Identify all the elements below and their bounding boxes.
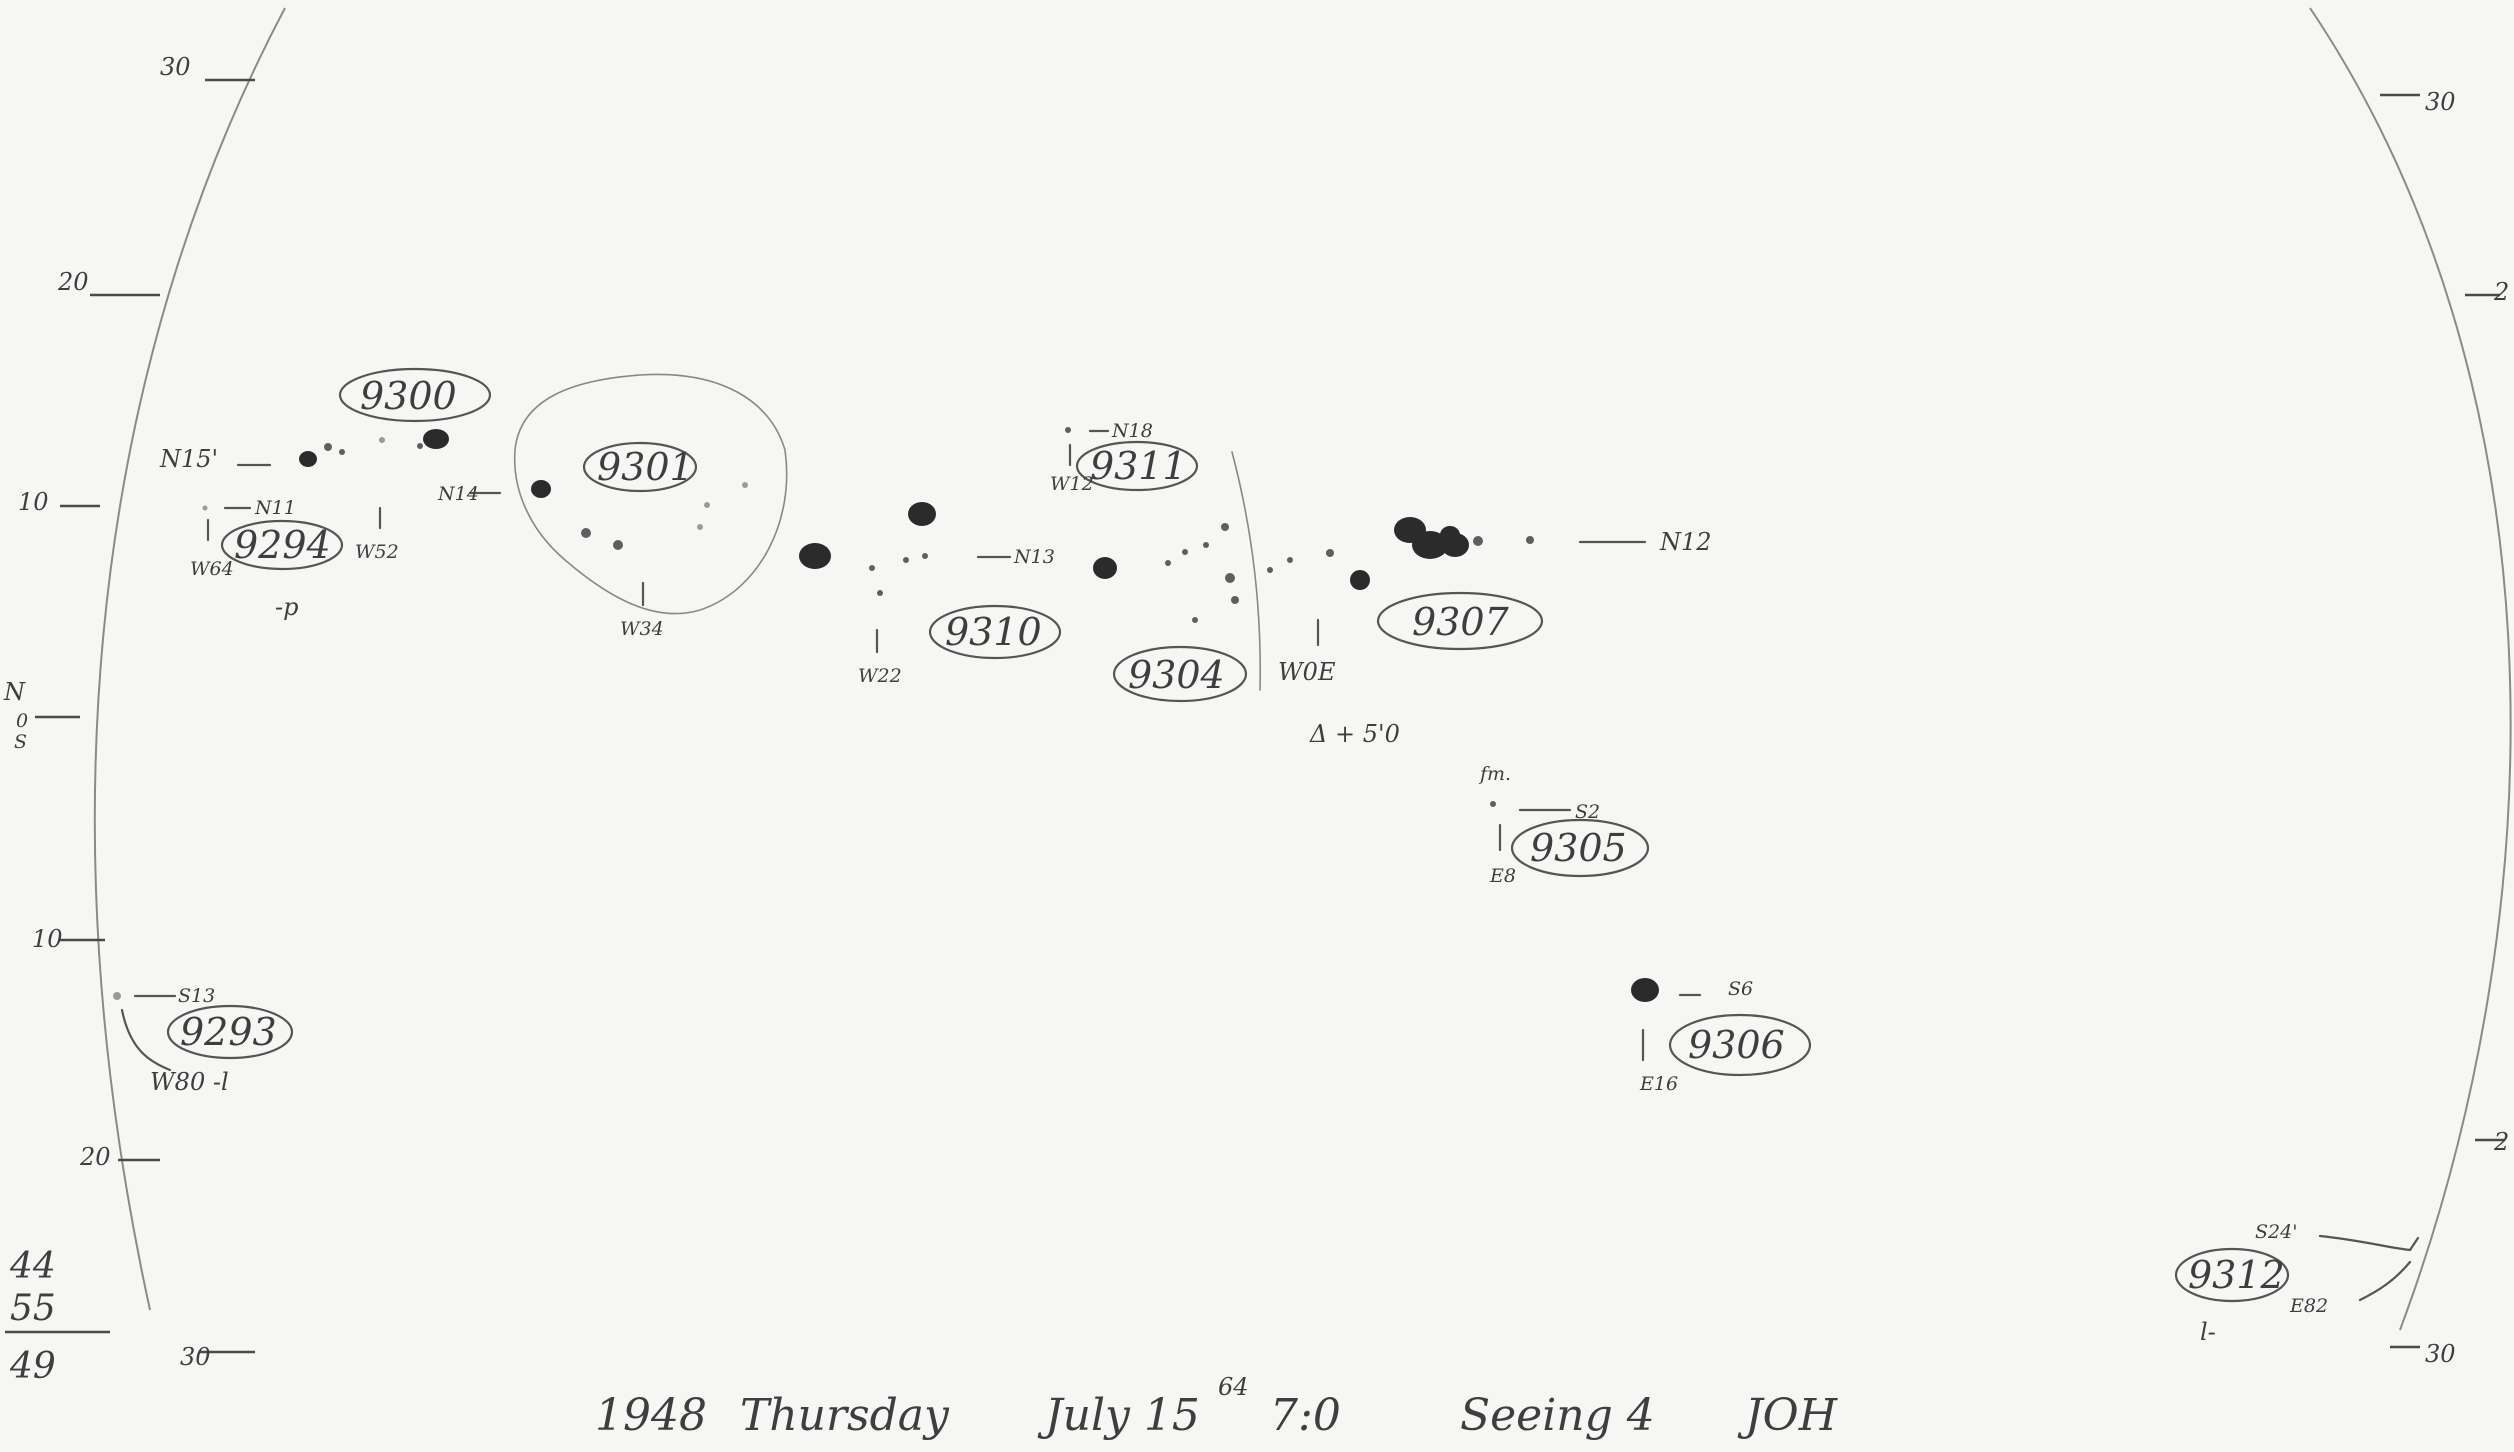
- footer-date: July 15: [1037, 1390, 1200, 1441]
- label-n15: N15': [159, 445, 218, 473]
- region-ovals: [166, 367, 2290, 1303]
- right-lat-30-south: 30: [2425, 1340, 2456, 1368]
- tally-c: 49: [9, 1346, 56, 1387]
- label-n13: N13: [1013, 546, 1055, 568]
- equator-zero: 0: [16, 710, 28, 732]
- region-9310: 9310: [945, 610, 1042, 654]
- footer-day: Thursday: [740, 1390, 950, 1441]
- label-s6: S6: [1728, 978, 1753, 1000]
- footer-superscript: 64: [1218, 1373, 1249, 1401]
- region-9311: 9311: [1090, 444, 1187, 488]
- sunspots: [113, 427, 1659, 1002]
- left-latitude-scale: 30 20 10 N 0 S 10 20 30: [3, 53, 255, 1371]
- label-e8: E8: [1489, 865, 1516, 887]
- label-w22: W22: [858, 665, 902, 687]
- label-n12: N12: [1659, 528, 1712, 556]
- solar-limb-right: [2309, 7, 2512, 1331]
- footer-initials: JOH: [1737, 1390, 1839, 1441]
- lat-30-south: 30: [180, 1343, 211, 1371]
- right-lat-20-south: 2: [2493, 1128, 2509, 1156]
- label-pd: -p: [275, 593, 298, 621]
- region-9301: 9301: [597, 445, 694, 489]
- region-9307: 9307: [1412, 600, 1510, 644]
- footer-time: 7:0: [1270, 1390, 1341, 1441]
- label-w12: W12: [1050, 473, 1094, 495]
- label-s13: S13: [178, 985, 215, 1007]
- label-e16: E16: [1639, 1073, 1678, 1095]
- lat-10-north: 10: [18, 488, 49, 516]
- label-s24: S24': [2255, 1221, 2297, 1243]
- right-latitude-scale: 30 2 2 30: [2380, 88, 2509, 1368]
- footer-inscription: 1948 Thursday July 15 64 7:0 Seeing 4 JO…: [595, 1373, 1839, 1441]
- region-9304: 9304: [1128, 653, 1225, 697]
- equator-s: S: [14, 731, 27, 753]
- lat-10-south: 10: [32, 925, 63, 953]
- group-divider: [1231, 451, 1262, 691]
- label-n11: N11: [254, 497, 296, 519]
- tally-a: 44: [9, 1246, 56, 1287]
- label-w52: W52: [355, 541, 399, 563]
- pointer-lines: [120, 429, 2420, 1302]
- label-l-right: l-: [2200, 1318, 2216, 1346]
- tally-block: 44 55 49: [5, 1246, 110, 1387]
- lat-30-north: 30: [160, 53, 191, 81]
- label-s2: S2: [1575, 801, 1600, 823]
- footer-year: 1948: [595, 1390, 707, 1441]
- label-w64: W64: [190, 558, 234, 580]
- label-e82: E82: [2289, 1295, 2328, 1317]
- tally-b: 55: [10, 1288, 56, 1329]
- label-n18: N18: [1111, 420, 1153, 442]
- equator-n: N: [3, 678, 26, 706]
- region-9300: 9300: [360, 374, 457, 418]
- region-9306: 9306: [1688, 1023, 1785, 1067]
- solar-limb-left: [93, 7, 286, 1311]
- label-w34: W34: [620, 618, 664, 640]
- region-9305: 9305: [1530, 826, 1627, 870]
- label-delta: Δ + 5'0: [1309, 720, 1400, 748]
- label-woe: W0E: [1278, 658, 1336, 686]
- footer-seeing: Seeing 4: [1460, 1390, 1655, 1441]
- region-9312: 9312: [2188, 1253, 2285, 1297]
- label-w80: W80 -l: [150, 1068, 229, 1096]
- label-fm: fm.: [1478, 763, 1511, 785]
- region-9294: 9294: [234, 523, 331, 567]
- right-lat-30-north: 30: [2425, 88, 2456, 116]
- lat-20-south: 20: [79, 1143, 111, 1171]
- right-lat-20-north: 2: [2493, 278, 2509, 306]
- label-n14: N14: [437, 483, 479, 505]
- region-9293: 9293: [180, 1010, 277, 1054]
- lat-20-north: 20: [57, 268, 89, 296]
- group-9301-outline: [513, 373, 788, 615]
